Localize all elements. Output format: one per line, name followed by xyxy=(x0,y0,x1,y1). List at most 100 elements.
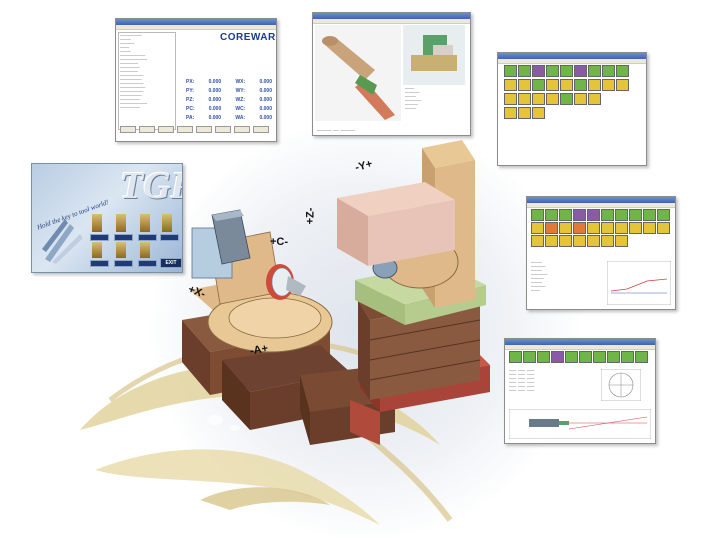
tool-tile[interactable] xyxy=(546,79,559,91)
window-titlebar[interactable] xyxy=(498,53,646,59)
window-menubar[interactable] xyxy=(527,203,675,208)
panel-button[interactable] xyxy=(215,126,231,133)
panel-button[interactable] xyxy=(177,126,193,133)
splash-button[interactable] xyxy=(138,260,157,267)
window-titlebar[interactable] xyxy=(313,13,470,19)
tool-tile[interactable] xyxy=(574,79,587,91)
splash-button[interactable] xyxy=(114,234,133,241)
tool-tile[interactable] xyxy=(615,209,628,221)
readout-label: PC: xyxy=(186,106,195,112)
tool-tile[interactable] xyxy=(531,222,544,234)
tool-tile[interactable] xyxy=(593,351,606,363)
tool-tile[interactable] xyxy=(574,65,587,77)
tool-tile[interactable] xyxy=(588,93,601,105)
tool-tile[interactable] xyxy=(657,222,670,234)
tool-tile[interactable] xyxy=(615,235,628,247)
tool-tile[interactable] xyxy=(573,222,586,234)
tool-tile[interactable] xyxy=(559,235,572,247)
readout-value: 0.000 xyxy=(208,97,222,103)
tool-tile[interactable] xyxy=(518,65,531,77)
tool-tile[interactable] xyxy=(523,351,536,363)
panel-button[interactable] xyxy=(120,126,136,133)
tool-tile[interactable] xyxy=(531,235,544,247)
splash-button[interactable] xyxy=(160,234,179,241)
tool-tile[interactable] xyxy=(504,107,517,119)
polar-chart[interactable] xyxy=(601,369,641,401)
tool-tile[interactable] xyxy=(532,93,545,105)
tool-tile[interactable] xyxy=(573,209,586,221)
splash-button[interactable] xyxy=(90,234,109,241)
window-titlebar[interactable] xyxy=(527,197,675,203)
tool-tile[interactable] xyxy=(573,235,586,247)
panel-button[interactable] xyxy=(253,126,269,133)
tool-tile[interactable] xyxy=(560,79,573,91)
tool-tile[interactable] xyxy=(588,79,601,91)
window-menubar[interactable] xyxy=(313,19,470,24)
tool-tile[interactable] xyxy=(559,222,572,234)
tool-tile[interactable] xyxy=(545,209,558,221)
exit-button[interactable]: EXIT xyxy=(160,258,182,268)
window-titlebar[interactable] xyxy=(505,339,655,345)
profile-graph[interactable] xyxy=(607,261,671,305)
tool-tile[interactable] xyxy=(559,209,572,221)
splash-button[interactable] xyxy=(138,234,157,241)
tool-tile[interactable] xyxy=(518,107,531,119)
tool-tile[interactable] xyxy=(537,351,550,363)
tool-tile[interactable] xyxy=(601,235,614,247)
tool-tile[interactable] xyxy=(629,209,642,221)
tool-tile[interactable] xyxy=(509,351,522,363)
tool-tile[interactable] xyxy=(587,209,600,221)
tool-tile[interactable] xyxy=(531,209,544,221)
tool-tile[interactable] xyxy=(587,222,600,234)
tool-tile[interactable] xyxy=(504,65,517,77)
tool-tile[interactable] xyxy=(621,351,634,363)
tool-tile[interactable] xyxy=(546,65,559,77)
tool-tile[interactable] xyxy=(643,209,656,221)
tool-3d-view[interactable] xyxy=(315,25,401,121)
tool-tile[interactable] xyxy=(588,65,601,77)
tool-tile[interactable] xyxy=(616,65,629,77)
tool-profile-view[interactable] xyxy=(509,409,651,439)
tool-tile[interactable] xyxy=(565,351,578,363)
tool-tile[interactable] xyxy=(602,65,615,77)
tool-tile[interactable] xyxy=(504,93,517,105)
window-titlebar[interactable] xyxy=(116,19,276,25)
tool-tile[interactable] xyxy=(560,93,573,105)
tool-tile[interactable] xyxy=(657,209,670,221)
tool-tile[interactable] xyxy=(532,79,545,91)
panel-button[interactable] xyxy=(158,126,174,133)
tool-tile[interactable] xyxy=(579,351,592,363)
tool-tile[interactable] xyxy=(607,351,620,363)
panel-button[interactable] xyxy=(234,126,250,133)
tool-tile[interactable] xyxy=(532,65,545,77)
tool-tile[interactable] xyxy=(601,222,614,234)
tool-tile[interactable] xyxy=(518,79,531,91)
machine-preview[interactable] xyxy=(403,25,465,85)
tool-tile[interactable] xyxy=(616,79,629,91)
panel-button[interactable] xyxy=(196,126,212,133)
tool-tile[interactable] xyxy=(615,222,628,234)
tool-tile[interactable] xyxy=(546,93,559,105)
tool-tile[interactable] xyxy=(602,79,615,91)
window-menubar[interactable] xyxy=(505,345,655,350)
tool-tile[interactable] xyxy=(587,235,600,247)
tool-tile[interactable] xyxy=(635,351,648,363)
tool-tile[interactable] xyxy=(518,93,531,105)
tool-tile[interactable] xyxy=(560,65,573,77)
tool-tile[interactable] xyxy=(545,235,558,247)
tool-tile[interactable] xyxy=(601,209,614,221)
panel-button[interactable] xyxy=(139,126,155,133)
tool-tile[interactable] xyxy=(504,79,517,91)
tool-tile[interactable] xyxy=(629,222,642,234)
file-list-pane[interactable]: ────────────────────────────────────────… xyxy=(118,32,176,130)
window-menubar[interactable] xyxy=(116,25,276,30)
tool-tile[interactable] xyxy=(532,107,545,119)
tool-tile-grid xyxy=(504,65,642,125)
splash-button[interactable] xyxy=(114,260,133,267)
tool-tile[interactable] xyxy=(545,222,558,234)
splash-button[interactable] xyxy=(90,260,109,267)
tool-tile[interactable] xyxy=(551,351,564,363)
window-menubar[interactable] xyxy=(498,59,646,64)
tool-tile[interactable] xyxy=(574,93,587,105)
tool-tile[interactable] xyxy=(643,222,656,234)
